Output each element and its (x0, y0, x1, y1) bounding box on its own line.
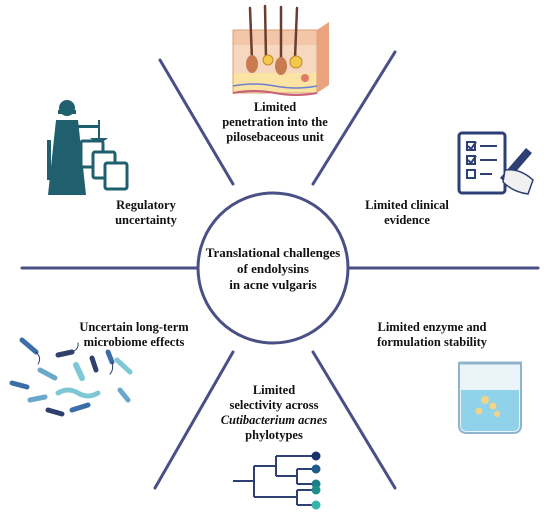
center-title: Translational challenges of endolysins i… (205, 245, 341, 293)
skin-cross-section-icon (232, 4, 329, 96)
microbiome-line-1: Uncertain long-term (79, 320, 189, 334)
penetration-line-1: Limited (253, 100, 297, 114)
spoke-top-left (158, 58, 235, 186)
spoke-bottom-left (153, 350, 235, 490)
selectivity-line-4: phylotypes (245, 428, 303, 442)
regulatory-line-1: Regulatory (116, 198, 176, 212)
clipboard-checklist-icon (457, 131, 534, 195)
phylogenetic-tree-icon (233, 451, 321, 510)
microbiome-line-2: microbiome effects (83, 335, 185, 349)
selectivity-line-1: Limited (252, 383, 296, 397)
clinical-line-1: Limited clinical (365, 198, 449, 212)
stability-line-1: Limited enzyme and (377, 320, 487, 334)
challenge-penetration: Limited penetration into the pilosebaceo… (215, 100, 335, 145)
challenge-regulatory: Regulatory uncertainty (106, 198, 186, 228)
stability-line-2: formulation stability (376, 335, 488, 349)
regulatory-line-2: uncertainty (115, 213, 177, 227)
center-circle (196, 191, 350, 345)
penetration-line-3: pilosebaceous unit (226, 130, 324, 144)
spoke-bottom-right (311, 350, 397, 490)
challenge-stability: Limited enzyme and formulation stability (368, 320, 496, 350)
center-line-2: of endolysins (237, 261, 309, 276)
challenge-clinical: Limited clinical evidence (357, 198, 457, 228)
selectivity-line-2: selectivity across (229, 398, 319, 412)
challenge-selectivity: Limited selectivity across Cutibacterium… (212, 383, 336, 443)
bacteria-cluster-icon (9, 337, 133, 417)
challenge-microbiome: Uncertain long-term microbiome effects (72, 320, 196, 350)
spokes (20, 50, 540, 490)
center-line-1: Translational challenges (205, 245, 341, 260)
penetration-line-2: penetration into the (222, 115, 328, 129)
clinical-line-2: evidence (384, 213, 430, 227)
beaker-icon (458, 361, 522, 434)
selectivity-line-3: Cutibacterium acnes (220, 413, 328, 427)
center-line-3: in acne vulgaris (229, 277, 317, 292)
justice-statue-icon (47, 100, 129, 195)
spoke-top-right (311, 50, 397, 186)
